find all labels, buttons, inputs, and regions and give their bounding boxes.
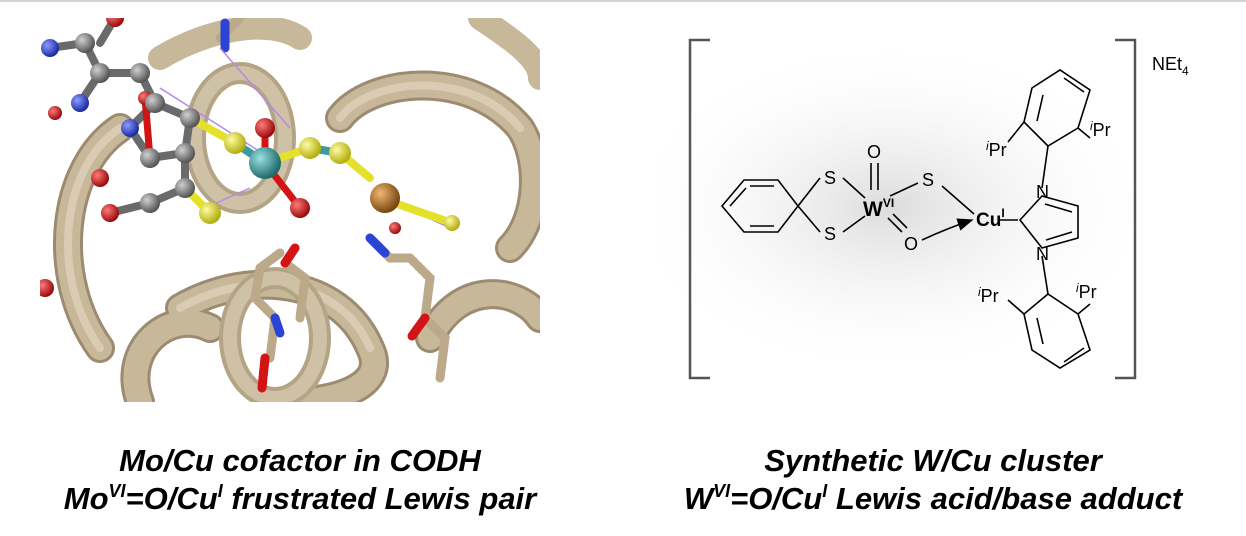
sulfur-label-top: S [824, 168, 836, 188]
right-caption-title: Synthetic W/Cu cluster [764, 443, 1102, 478]
nitrogen-label-top: N [1036, 182, 1049, 202]
protein-ribbons [53, 18, 540, 402]
right-caption-subtitle: WVI=O/CuI Lewis acid/base adduct [683, 481, 1183, 516]
sulfur-label-bottom: S [824, 224, 836, 244]
ipr-label-2: iPr [1090, 119, 1111, 140]
right-caption: Synthetic W/Cu cluster WVI=O/CuI Lewis a… [620, 442, 1246, 518]
copper-label: CuI [976, 206, 1005, 231]
oxo-label-bridging: O [904, 234, 918, 254]
counterion-label: NEt4 [1152, 54, 1189, 78]
structure-labels: S S O O S WVI CuI N N iPr iPr iPr iPr [824, 54, 1189, 306]
drop-shadow [620, 38, 1160, 378]
nitrogen-label-bottom: N [1036, 244, 1049, 264]
top-divider [0, 0, 1246, 2]
left-caption-title: Mo/Cu cofactor in CODH [119, 443, 481, 478]
sulfide-label: S [922, 170, 934, 190]
ipr-label-3: iPr [978, 285, 999, 306]
side-chain-sticks [215, 18, 450, 393]
left-caption: Mo/Cu cofactor in CODH MoVI=O/CuI frustr… [0, 442, 600, 518]
codh-active-site-image [40, 18, 540, 402]
ipr-label-4: iPr [1076, 281, 1097, 302]
structure-drawing: S S O O S WVI CuI N N iPr iPr iPr iPr [620, 38, 1189, 380]
synthetic-cluster-structure: S S O O S WVI CuI N N iPr iPr iPr iPr [620, 18, 1220, 402]
brackets [688, 38, 1137, 380]
protein-render [40, 18, 540, 402]
left-caption-subtitle: MoVI=O/CuI frustrated Lewis pair [63, 481, 537, 516]
tungsten-label: WVI [863, 196, 894, 221]
dative-bond-arrow [921, 218, 974, 241]
ligand-atoms [40, 18, 460, 297]
oxo-label-top: O [867, 142, 881, 162]
structure-bonds [720, 69, 1091, 369]
ipr-label-1: iPr [986, 139, 1007, 160]
